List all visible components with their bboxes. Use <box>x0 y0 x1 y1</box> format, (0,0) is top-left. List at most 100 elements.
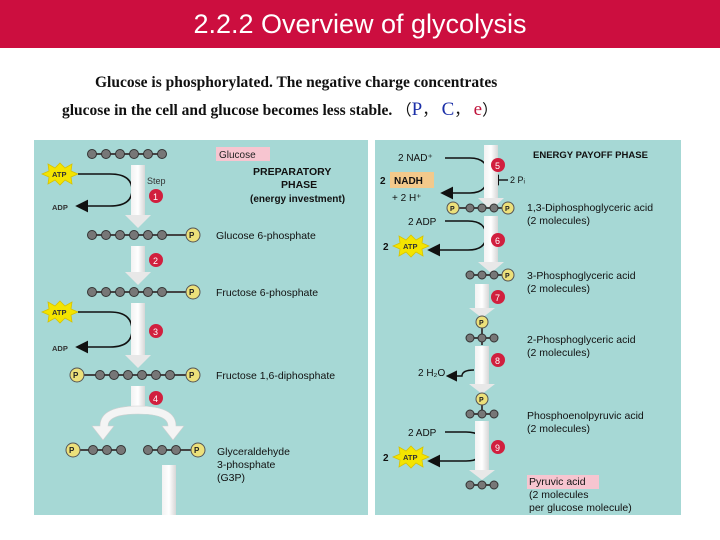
main-arrow-3-head <box>125 355 151 368</box>
phosphate-label-pg3: P <box>505 273 510 280</box>
step-7-number: 7 <box>495 293 500 303</box>
step-9-number: 9 <box>495 443 500 453</box>
step-8-number: 8 <box>495 356 500 366</box>
payoff-arrow-9-shaft <box>475 421 489 472</box>
phosphate-label-pg2: P <box>479 320 484 327</box>
glucose-label-box <box>216 147 270 161</box>
g3p-label-1: Glyceraldehyde <box>217 446 290 458</box>
phosphate-label-bpg-left: P <box>450 206 455 213</box>
payoff-phase-title: ENERGY PAYOFF PHASE <box>533 150 648 161</box>
paren-close: ） <box>482 102 498 120</box>
pyruvate-chain <box>465 480 499 490</box>
payoff-arrow-8-shaft <box>475 346 489 386</box>
step-4-badge <box>149 391 163 405</box>
step-3-number: 3 <box>153 327 158 337</box>
step-label: Step <box>147 176 166 186</box>
bpg-chain: P P <box>446 201 515 215</box>
intro-line-2-text: glucose in the cell and glucose becomes … <box>62 102 393 120</box>
two-pi-label: 2 Pᵢ <box>510 175 525 185</box>
pg3-label-1: 3-Phosphoglyceric acid <box>527 270 636 282</box>
main-arrow-2-shaft <box>131 246 145 274</box>
glucose-label: Glucose <box>219 150 256 161</box>
fructose-16-diphosphate-chain: P P <box>69 367 201 383</box>
pyruvic-label-3: per glucose molecule) <box>529 502 632 514</box>
g3p-chain-right: P <box>143 442 206 458</box>
payoff-arrow-6-head <box>478 262 504 273</box>
pg3-chain: P <box>465 268 515 282</box>
atp-coefficient-6: 2 <box>383 242 389 253</box>
to-payoff-arrow <box>162 465 176 515</box>
pep-label-2: (2 molecules) <box>527 423 590 435</box>
intro-line-2: glucose in the cell and glucose becomes … <box>62 95 672 124</box>
main-arrow-3-shaft <box>131 303 145 357</box>
phosphate-label-g3p-right: P <box>194 446 200 455</box>
phosphate-label-f6p: P <box>189 288 195 297</box>
step-1-badge <box>149 189 163 203</box>
payoff-arrow-7-head <box>469 308 495 318</box>
payoff-arrow-8-head <box>469 384 495 394</box>
atp-starburst-1: ATP <box>40 162 80 186</box>
step-6-badge <box>491 233 505 247</box>
h2o-label: 2 H₂O <box>418 368 445 379</box>
water-release-arrow <box>445 369 475 382</box>
pyruvic-label-box <box>527 475 599 489</box>
nad-reduction-arrow <box>440 157 489 200</box>
intro-line-1: Glucose is phosphorylated. The negative … <box>95 74 498 91</box>
adp-label-3: ADP <box>52 344 68 353</box>
step-5-badge <box>491 158 505 172</box>
atp-starburst-6: ATP <box>391 234 431 258</box>
adp-label-1: ADP <box>52 203 68 212</box>
two-h-label: + 2 H⁺ <box>392 193 421 204</box>
pyruvic-label-2: (2 molecules <box>529 489 589 501</box>
separator-1: ， <box>422 102 438 120</box>
tag-e: e <box>473 99 483 121</box>
phosphate-label-f16-left: P <box>73 371 79 380</box>
preparatory-phase-title-2: PHASE <box>281 179 317 191</box>
step-2-number: 2 <box>153 256 158 266</box>
glucose-chain <box>87 149 167 159</box>
bpg-label-2: (2 molecules) <box>527 215 590 227</box>
glucose-6-phosphate-label: Glucose 6-phosphate <box>216 230 316 242</box>
step-5-number: 5 <box>495 161 500 171</box>
fructose-6-phosphate-chain: P <box>87 284 201 300</box>
atp-label-6: ATP <box>403 242 417 251</box>
pyruvic-label-1: Pyruvic acid <box>529 476 586 488</box>
atp-label-1: ATP <box>52 170 66 179</box>
pep-chain: P <box>465 392 499 419</box>
pg3-label-2: (2 molecules) <box>527 283 590 295</box>
atp-label-3: ATP <box>52 308 66 317</box>
step-9-badge <box>491 440 505 454</box>
payoff-arrow-9-head <box>469 470 495 480</box>
nadh-box <box>390 172 434 188</box>
g3p-chain-left: P <box>65 442 126 458</box>
phosphate-label-f16-right: P <box>189 371 195 380</box>
title-bar <box>0 0 720 48</box>
paren-open: （ <box>396 102 412 120</box>
step-7-badge <box>491 290 505 304</box>
atp-transfer-arrow-1 <box>75 173 133 213</box>
step-8-badge <box>491 353 505 367</box>
phosphate-label-bpg-right: P <box>505 206 510 213</box>
preparatory-phase-title-1: PREPARATORY <box>253 166 331 178</box>
main-arrow-1-shaft <box>131 165 145 217</box>
split-arrow <box>91 405 185 441</box>
separator-2: ， <box>454 102 470 120</box>
fructose-16-diphosphate-label: Fructose 1,6-diphosphate <box>216 370 335 382</box>
pg2-label-1: 2-Phosphoglyceric acid <box>527 334 636 346</box>
phosphate-label-g6p: P <box>189 231 195 240</box>
payoff-arrow-5-head <box>478 198 504 210</box>
payoff-arrow-7-shaft <box>475 284 489 310</box>
bpg-label-1: 1,3-Diphosphoglyceric acid <box>527 202 653 214</box>
atp-starburst-3: ATP <box>40 300 80 324</box>
atp-starburst-9: ATP <box>391 445 431 469</box>
payoff-arrow-5-shaft <box>484 145 498 201</box>
main-arrow-4-shaft <box>131 386 145 408</box>
atp-transfer-arrow-3 <box>75 311 133 354</box>
tag-p: P <box>411 99 423 121</box>
step-1-number: 1 <box>153 192 158 202</box>
nadh-label: NADH <box>394 176 423 187</box>
phosphate-label-g3p-left: P <box>69 446 75 455</box>
pg2-label-2: (2 molecules) <box>527 347 590 359</box>
phosphate-label-pep: P <box>479 397 484 404</box>
